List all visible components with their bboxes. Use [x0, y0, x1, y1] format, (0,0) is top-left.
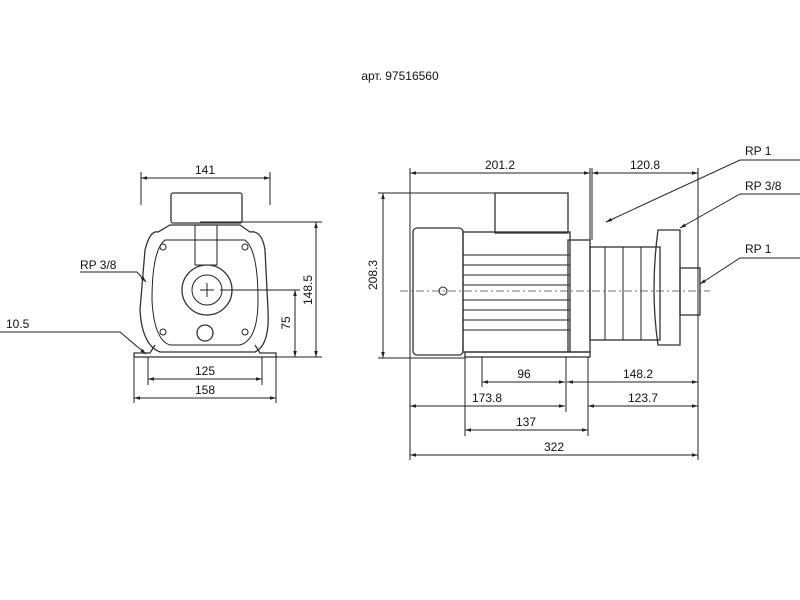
dim-123-7: 123.7 — [628, 391, 658, 405]
motor-end-cap — [412, 227, 464, 356]
terminal-box — [170, 192, 243, 224]
label-rp-1-top: RP 1 — [745, 144, 772, 158]
pump-body — [139, 224, 269, 353]
pump-stages — [589, 246, 661, 341]
dim-148-5: 148.5 — [301, 275, 315, 305]
front-view: 141 148.5 75 125 158 RP 3/8 10.5 — [0, 163, 322, 403]
label-rp-1-outlet: RP 1 — [745, 242, 772, 256]
label-rp-3-8-front: RP 3/8 — [80, 258, 117, 272]
article-title: арт. 97516560 — [361, 69, 439, 83]
dim-96: 96 — [517, 367, 531, 381]
base-side — [464, 351, 591, 358]
label-rp-3-8-side: RP 3/8 — [745, 179, 782, 193]
dim-322: 322 — [544, 440, 564, 454]
dim-137: 137 — [516, 415, 536, 429]
pump-end-cap — [653, 229, 681, 346]
terminal-box-side — [494, 192, 569, 234]
dim-201-2: 201.2 — [485, 158, 515, 172]
pump-flange — [567, 239, 591, 353]
dim-75: 75 — [279, 316, 293, 330]
dim-141: 141 — [195, 163, 215, 177]
dim-148-2: 148.2 — [623, 367, 653, 381]
side-view: 208.3 201.2 120.8 96 148.2 173.8 123.7 1… — [366, 144, 800, 460]
motor-housing — [462, 231, 571, 353]
dim-173-8: 173.8 — [472, 391, 502, 405]
dim-158: 158 — [195, 383, 215, 397]
dim-10-5: 10.5 — [6, 317, 30, 331]
dim-120-8: 120.8 — [630, 158, 660, 172]
dim-208-3: 208.3 — [366, 260, 380, 290]
outlet-port — [679, 267, 701, 316]
base-foot — [133, 344, 277, 358]
dim-125: 125 — [195, 364, 215, 378]
